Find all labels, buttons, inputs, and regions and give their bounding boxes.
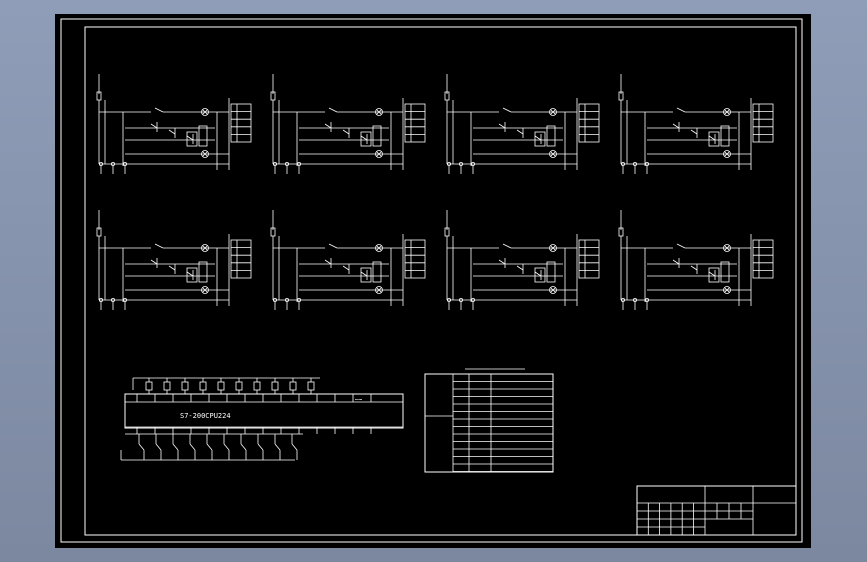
plc-dots: …… (355, 395, 363, 402)
io-table (424, 368, 554, 473)
title-block (636, 485, 797, 536)
ladder-circuit-1 (96, 74, 252, 174)
ladder-circuit-6 (270, 210, 426, 310)
outer-border (60, 18, 803, 543)
plc-output-load-3 (181, 381, 189, 391)
ladder-circuit-2 (270, 74, 426, 174)
plc-output-load-7 (253, 381, 261, 391)
plc-body (124, 393, 404, 429)
plc-model-label: S7-200CPU224 (180, 412, 231, 420)
plc-output-load-4 (199, 381, 207, 391)
circuit-grid (96, 74, 774, 310)
plc-output-load-8 (271, 381, 279, 391)
plc-output-load-9 (289, 381, 297, 391)
cad-drawing: S7-200CPU224 …… (60, 18, 803, 543)
plc-output-load-1 (145, 381, 153, 391)
ladder-circuit-4 (618, 74, 774, 174)
plc-output-load-10 (307, 381, 315, 391)
ladder-circuit-3 (444, 74, 600, 174)
inner-border (84, 26, 797, 536)
ladder-circuit-5 (96, 210, 252, 310)
drawing-sheet: S7-200CPU224 …… (55, 14, 811, 548)
ladder-circuit-8 (618, 210, 774, 310)
plc-output-load-2 (163, 381, 171, 391)
plc-output-load-5 (217, 381, 225, 391)
ladder-circuit-7 (444, 210, 600, 310)
plc-wiring: S7-200CPU224 …… (120, 377, 404, 461)
plc-output-load-6 (235, 381, 243, 391)
